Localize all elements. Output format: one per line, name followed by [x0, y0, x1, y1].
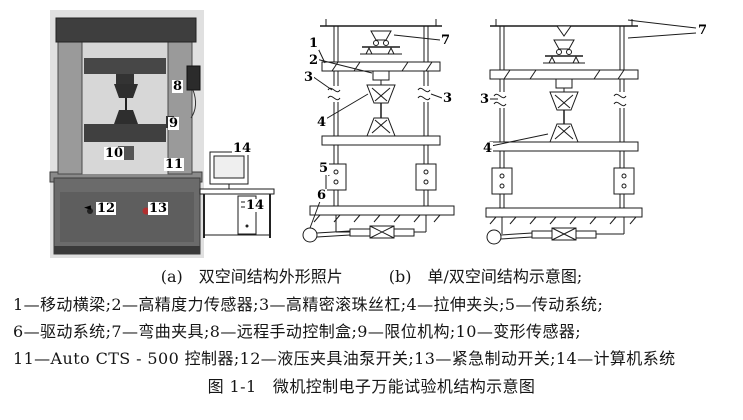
callout-label-4: 4: [316, 115, 328, 130]
motor: [486, 229, 502, 245]
tension-grips: [366, 84, 396, 137]
motor: [302, 227, 318, 243]
emergency-stop-button: [142, 207, 150, 215]
panel-schematic-dual-space: 7 3 4: [478, 6, 710, 262]
load-sensor: [555, 78, 573, 92]
desk-top: [199, 188, 275, 195]
tension-grips: [549, 91, 579, 143]
callout-label-6: 6: [316, 188, 328, 203]
legend-line-3: 11—Auto CTS - 500 控制器;12—液压夹具油泵开关;13—紧急制…: [13, 349, 676, 368]
callout-label-12: 12: [96, 201, 117, 216]
figure-title: 图 1-1 微机控制电子万能试验机结构示意图: [207, 377, 536, 396]
drive-system: [302, 215, 427, 243]
legend-line-1: 1—移动横梁;2—高精度力传感器;3—高精密滚珠丝杠;4—拉伸夹头;5—传动系统…: [13, 295, 604, 314]
dual-space-schematic-drawing: [485, 19, 697, 245]
leader-lines: [309, 34, 443, 229]
subcaption-b: (b) 单/双空间结构示意图;: [388, 267, 583, 286]
pump-switch-button: [87, 208, 93, 214]
subcaption-a: (a) 双空间结构外形照片: [160, 267, 343, 286]
single-space-schematic-drawing: [302, 19, 455, 243]
callout-label-3-right: 3: [442, 91, 454, 106]
bend-fixture: [320, 19, 442, 55]
moving-crossbeam: [489, 69, 639, 80]
callout-label-9: 9: [168, 116, 180, 131]
transmission-blocks: [491, 167, 635, 195]
panel-photo-dual-space-machine: 8 9 10 11 ◄ 12 13 14 14: [48, 6, 280, 262]
callout-label-11: 11: [164, 157, 185, 172]
machine-base: [309, 205, 455, 223]
panel-schematic-single-space: 1 2 3 4 5 6 7 3: [292, 6, 474, 262]
bend-fixture: [490, 19, 638, 64]
callout-label-13: 13: [148, 201, 169, 216]
fixed-lower-beam: [321, 135, 441, 146]
callout-arrow-12: ◄: [84, 203, 91, 213]
drive-system: [486, 217, 625, 245]
fixed-lower-beam: [489, 141, 639, 152]
moving-crossbeam: [321, 61, 441, 72]
callout-label-3: 3: [479, 92, 491, 107]
callout-label-8: 8: [172, 79, 184, 94]
callout-label-14-monitor: 14: [232, 141, 253, 156]
leader-lines: [488, 19, 697, 147]
machine-photo-illustration: [49, 10, 275, 258]
callout-label-7: 7: [440, 33, 452, 48]
subcaption-line: (a) 双空间结构外形照片 (b) 单/双空间结构示意图;: [0, 263, 743, 287]
machine-test-space: [84, 58, 174, 160]
callout-label-5: 5: [318, 161, 330, 176]
transmission-blocks: [325, 163, 437, 191]
machine-base-cabinet: [49, 171, 203, 255]
callout-label-14-tower: 14: [245, 198, 266, 213]
computer-desk-illustration: [199, 151, 275, 238]
callout-label-10: 10: [104, 146, 125, 161]
legend-line-2: 6—驱动系统;7—弯曲夹具;8—远程手动控制盒;9—限位机构;10—变形传感器;: [13, 322, 582, 341]
callout-label-1: 1: [308, 36, 320, 51]
remote-control-box: [186, 65, 201, 119]
callout-label-3: 3: [303, 70, 315, 85]
machine-base: [485, 207, 643, 225]
callout-label-4: 4: [482, 141, 494, 156]
load-sensor: [372, 70, 390, 85]
callout-label-2: 2: [308, 53, 320, 68]
ball-screw-columns: [493, 26, 630, 210]
callout-label-7: 7: [697, 23, 709, 38]
